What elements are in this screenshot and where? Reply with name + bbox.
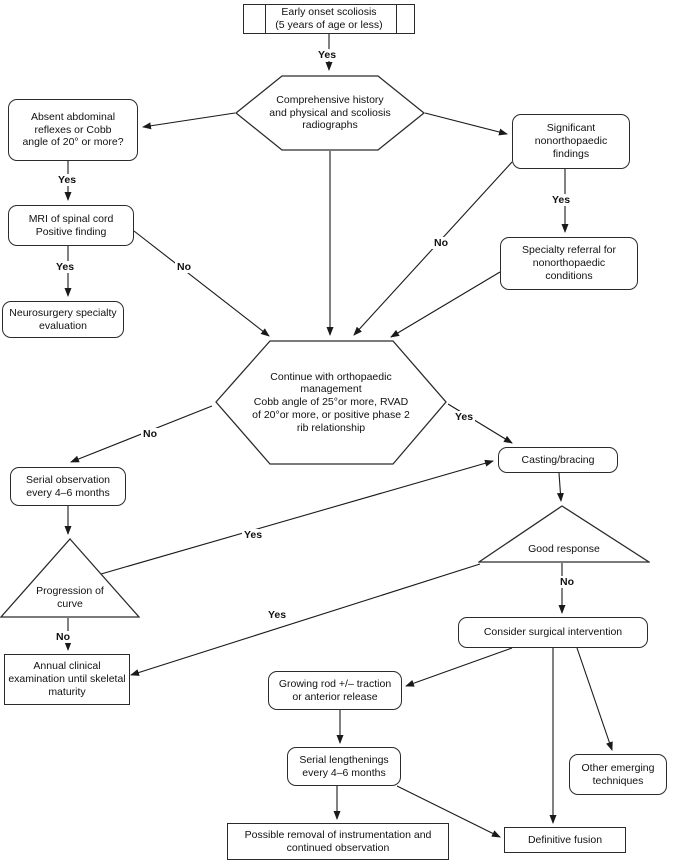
node-growing-rod: Growing rod +/– traction or anterior rel… (268, 671, 402, 710)
node-start: Early onset scoliosis (5 years of age or… (243, 4, 415, 34)
node-absent-reflexes: Absent abdominal reflexes or Cobb angle … (8, 99, 138, 161)
node-other-techniques: Other emerging techniques (569, 754, 667, 795)
edge-label-mri-no: No (175, 261, 193, 273)
node-serial-observation-label: Serial observation every 4–6 months (25, 473, 111, 499)
edge-label-mri-yes: Yes (53, 261, 77, 273)
node-continue-management-label: Continue with orthopaedic management Cob… (252, 370, 410, 434)
edge-label-response-no: No (558, 576, 576, 588)
arrow-lengthenings-to-fusion (396, 785, 501, 838)
node-history-label: Comprehensive history and physical and s… (269, 93, 391, 132)
node-surgical: Consider surgical intervention (458, 617, 648, 648)
node-specialty-referral: Specialty referral for nonorthopaedic co… (500, 237, 638, 290)
arrow-response-yes-to-annual (130, 563, 481, 676)
node-absent-reflexes-label: Absent abdominal reflexes or Cobb angle … (22, 110, 124, 149)
node-surgical-label: Consider surgical intervention (483, 626, 623, 639)
node-serial-observation: Serial observation every 4–6 months (10, 467, 126, 506)
node-neurosurgery: Neurosurgery specialty evaluation (2, 301, 124, 338)
node-mri: MRI of spinal cord Positive finding (8, 205, 134, 246)
node-neurosurgery-label: Neurosurgery specialty evaluation (9, 306, 117, 332)
node-progression-label: Progression of curve (36, 585, 104, 611)
arrow-mri-no-to-continue (133, 230, 270, 337)
node-serial-lengthenings-label: Serial lengthenings every 4–6 months (299, 753, 389, 779)
node-significant-findings: Significant nonorthopaedic findings (512, 114, 630, 169)
node-casting: Casting/bracing (498, 447, 618, 473)
node-annual-exam-label: Annual clinical examination until skelet… (8, 660, 126, 698)
node-progression: Progression of curve (0, 538, 140, 618)
node-possible-removal-label: Possible removal of instrumentation and … (244, 828, 432, 854)
node-good-response-label: Good response (528, 543, 600, 556)
node-casting-label: Casting/bracing (521, 453, 595, 466)
edge-label-continue-no: No (141, 428, 159, 440)
arrow-casting-to-response (556, 472, 564, 502)
start-right-bar (396, 5, 397, 33)
edge-label-progression-no: No (54, 631, 72, 643)
arrow-surgical-to-growing-rod (405, 647, 513, 687)
triangle-shape (478, 505, 650, 563)
node-good-response: Good response (478, 505, 650, 563)
edge-label-start-yes: Yes (315, 49, 339, 61)
node-history: Comprehensive history and physical and s… (235, 75, 425, 151)
node-mri-label: MRI of spinal cord Positive finding (28, 212, 114, 238)
triangle-shape (0, 538, 140, 618)
node-specialty-referral-label: Specialty referral for nonorthopaedic co… (522, 244, 616, 282)
arrow-surgical-to-other (576, 647, 613, 751)
arrow-referral-to-continue (390, 271, 501, 338)
arrow-continue-yes-to-casting (447, 403, 513, 444)
edge-label-reflexes-yes: Yes (55, 174, 79, 186)
node-significant-findings-label: Significant nonorthopaedic findings (534, 122, 608, 160)
hexagon-shape (235, 75, 425, 151)
hexagon-shape (215, 340, 447, 465)
edge-label-response-yes: Yes (265, 609, 289, 621)
node-annual-exam: Annual clinical examination until skelet… (4, 654, 130, 705)
node-definitive-fusion: Definitive fusion (504, 827, 626, 853)
edge-label-progression-yes: Yes (241, 529, 265, 541)
node-other-techniques-label: Other emerging techniques (581, 761, 655, 787)
node-possible-removal: Possible removal of instrumentation and … (227, 823, 449, 860)
node-serial-lengthenings: Serial lengthenings every 4–6 months (287, 747, 401, 786)
edge-label-findings-yes: Yes (549, 194, 573, 206)
node-start-label: Early onset scoliosis (5 years of age or… (275, 6, 383, 31)
arrow-history-to-reflexes (142, 112, 236, 130)
node-growing-rod-label: Growing rod +/– traction or anterior rel… (278, 677, 392, 703)
start-left-bar (265, 5, 266, 33)
node-definitive-fusion-label: Definitive fusion (527, 833, 603, 846)
node-continue-management: Continue with orthopaedic management Cob… (215, 340, 447, 465)
edge-label-continue-yes: Yes (452, 411, 476, 423)
arrow-history-to-findings (424, 112, 508, 136)
edge-label-findings-no: No (432, 237, 450, 249)
arrow-progression-yes-to-casting (100, 459, 494, 575)
